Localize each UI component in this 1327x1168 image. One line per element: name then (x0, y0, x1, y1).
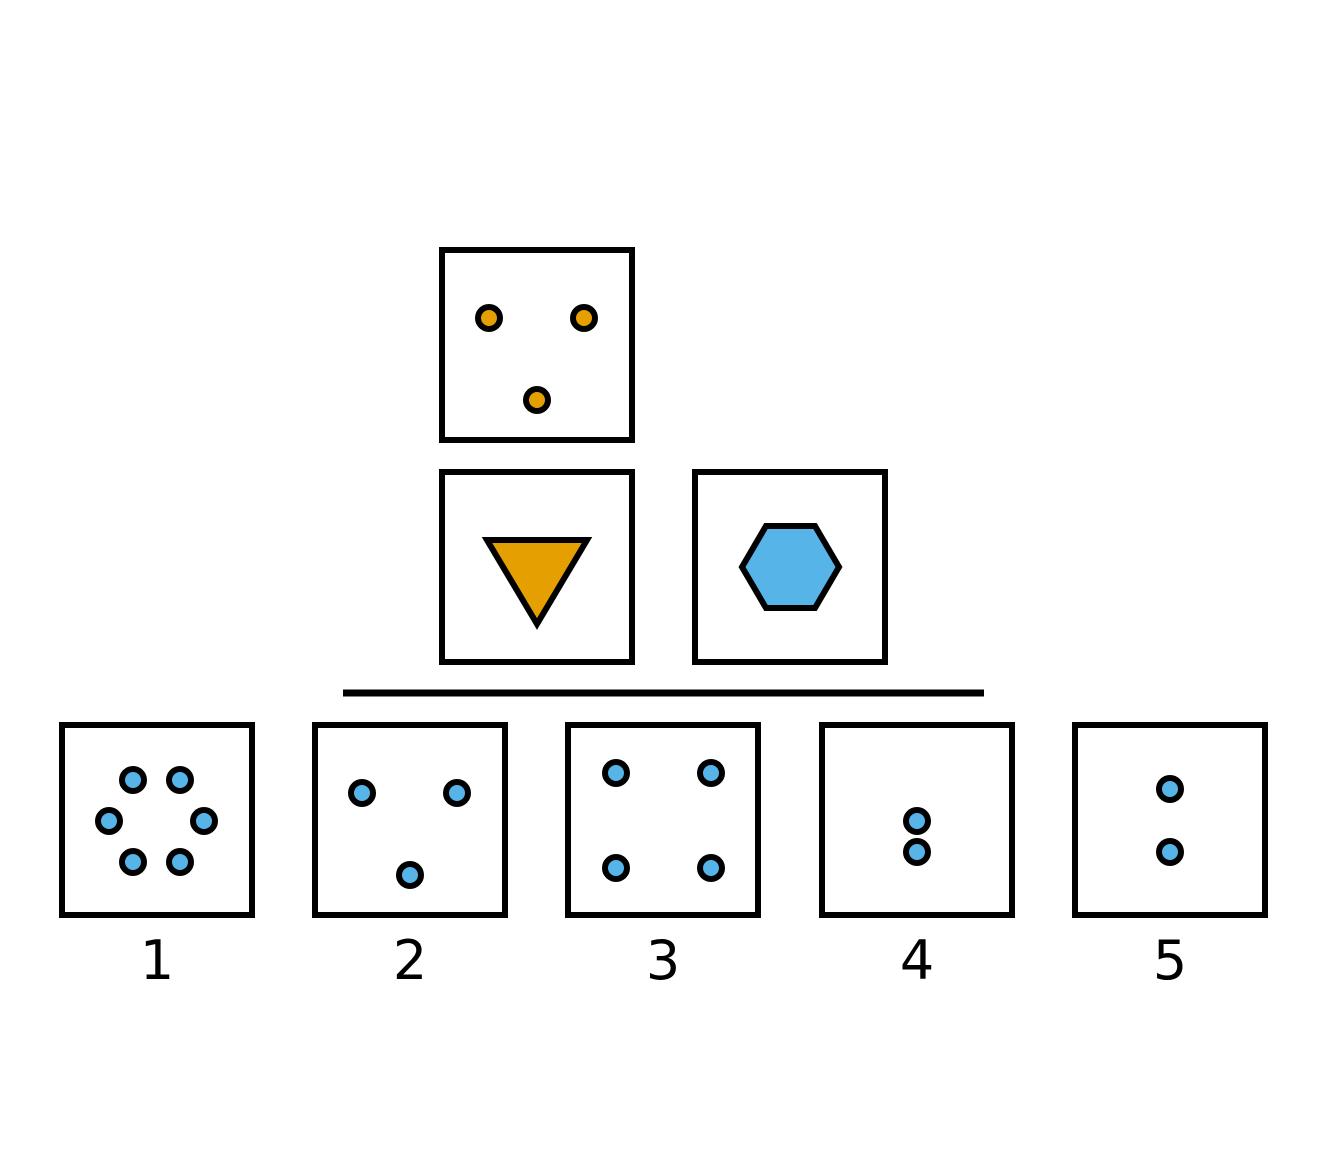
example-bottom-left-panel (439, 469, 635, 665)
dot (697, 759, 725, 787)
option-2-label: 2 (392, 929, 428, 992)
dot (1156, 838, 1184, 866)
dot (443, 779, 471, 807)
option-1-label: 1 (139, 929, 175, 992)
dot (166, 766, 194, 794)
dot (570, 304, 598, 332)
option-4-label: 4 (899, 929, 935, 992)
dot (119, 848, 147, 876)
dot (903, 838, 931, 866)
dot (119, 766, 147, 794)
example-top-panel (439, 247, 635, 443)
dot (602, 854, 630, 882)
option-3-label: 3 (645, 929, 681, 992)
dot (1156, 775, 1184, 803)
dot (95, 807, 123, 835)
option-4-panel[interactable] (819, 722, 1015, 918)
option-5-panel[interactable] (1072, 722, 1268, 918)
option-3-panel[interactable] (565, 722, 761, 918)
example-bottom-right-panel (692, 469, 888, 665)
option-5-label: 5 (1152, 929, 1188, 992)
dot (166, 848, 194, 876)
option-1-panel[interactable] (59, 722, 255, 918)
dot (348, 779, 376, 807)
example-top-dots (475, 304, 598, 414)
hexagon-shape (738, 523, 843, 611)
option-2-panel[interactable] (312, 722, 508, 918)
dot (697, 854, 725, 882)
dot (396, 861, 424, 889)
dot (602, 759, 630, 787)
dot (190, 807, 218, 835)
dot (903, 807, 931, 835)
dot (523, 386, 551, 414)
dot (475, 304, 503, 332)
triangle-shape (481, 537, 593, 630)
